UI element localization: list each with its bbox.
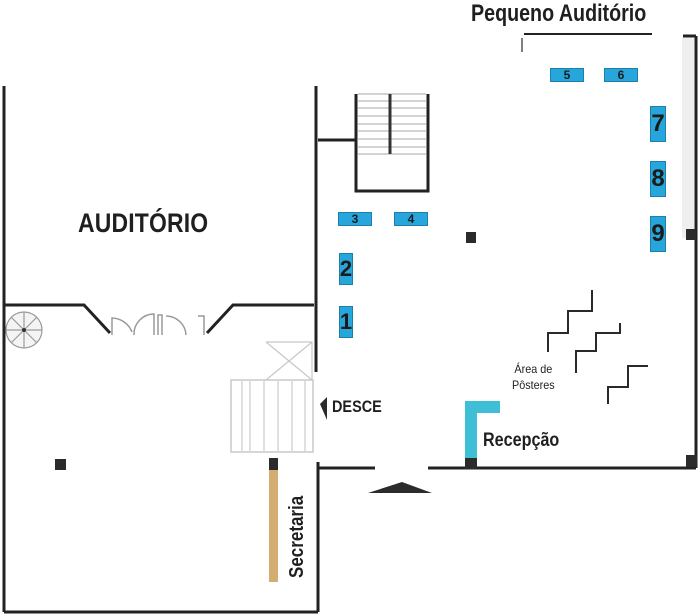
main-auditorium-label: AUDITÓRIO <box>78 208 209 238</box>
reception-label: Recepção <box>483 430 560 451</box>
stairs-down-label: DESCE <box>332 397 382 416</box>
poster-area-label: Área de Pôsteres <box>512 361 555 393</box>
secretariat-counter <box>269 470 278 582</box>
stairs-down <box>230 379 314 453</box>
main-auditorium-walls <box>2 86 320 614</box>
booth-9[interactable]: 9 <box>650 216 666 252</box>
booth-7[interactable]: 7 <box>650 106 666 142</box>
poster-area-label-line2: Pôsteres <box>512 378 555 392</box>
column <box>686 229 696 240</box>
booth-1[interactable]: 1 <box>339 306 353 338</box>
desce-arrow-icon <box>320 397 327 420</box>
booth-4[interactable]: 4 <box>394 212 428 226</box>
booth-3[interactable]: 3 <box>338 212 372 226</box>
poster-panels <box>547 290 648 404</box>
column <box>55 459 66 470</box>
reception-column <box>465 458 477 469</box>
poster-area-label-line1: Área de <box>514 362 553 376</box>
upper-staircase <box>354 93 430 193</box>
small-auditorium-strip <box>682 38 694 238</box>
booth-6[interactable]: 6 <box>604 68 638 82</box>
spiral-staircase-icon <box>5 311 43 349</box>
column <box>466 232 476 243</box>
small-auditorium-label: Pequeno Auditório <box>471 0 647 27</box>
entrance-arrow-icon <box>368 482 432 493</box>
booth-5[interactable]: 5 <box>550 68 584 82</box>
secretariat-counter-cap <box>269 458 278 470</box>
reception-counter <box>465 401 500 460</box>
doors <box>111 313 205 336</box>
landing-x <box>265 341 313 381</box>
booth-2[interactable]: 2 <box>339 253 353 285</box>
booth-8[interactable]: 8 <box>650 161 666 197</box>
secretariat-label: Secretaria <box>286 495 308 578</box>
column <box>686 455 697 467</box>
